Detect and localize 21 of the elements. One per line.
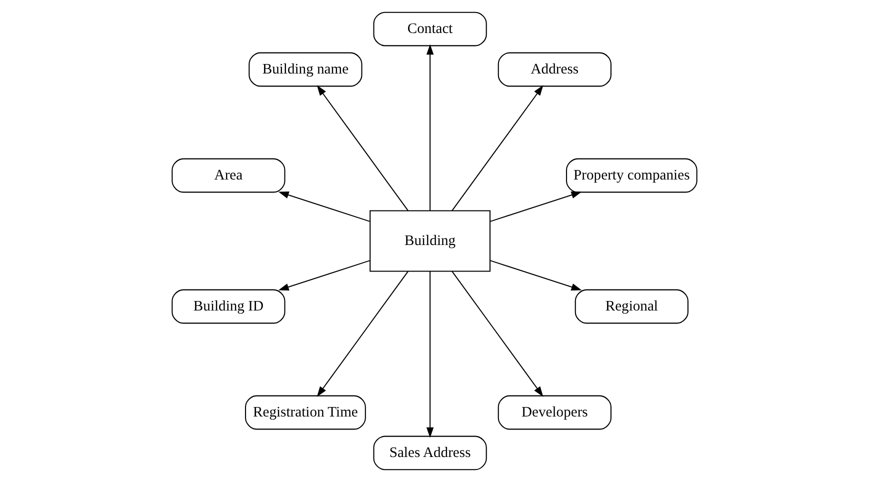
arrow bbox=[316, 85, 408, 212]
node-box: Developers bbox=[498, 395, 612, 430]
arrow bbox=[316, 270, 408, 397]
node-box: Address bbox=[498, 52, 612, 87]
arrow bbox=[278, 260, 370, 291]
arrow bbox=[452, 270, 544, 397]
arrow bbox=[426, 271, 434, 438]
node-box: Building bbox=[370, 210, 491, 272]
arrow bbox=[452, 85, 544, 212]
node-box: Regional bbox=[574, 289, 688, 324]
arrow bbox=[490, 260, 582, 291]
node-box: Building name bbox=[248, 52, 362, 87]
node-box: Sales Address bbox=[373, 436, 487, 470]
node-box: Area bbox=[172, 158, 286, 193]
arrow bbox=[490, 191, 582, 222]
node-box: Property companies bbox=[566, 158, 698, 193]
node-box: Contact bbox=[373, 12, 487, 46]
arrow bbox=[426, 44, 434, 211]
node-box: Registration Time bbox=[245, 395, 366, 430]
node-box: Building ID bbox=[172, 289, 286, 324]
arrow bbox=[278, 191, 370, 222]
